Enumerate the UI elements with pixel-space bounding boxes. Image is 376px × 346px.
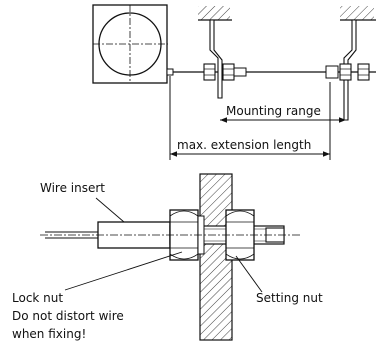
warning-text-line1: Do not distort wire — [12, 309, 124, 323]
top-view: Mounting range max. extension length — [92, 4, 376, 160]
right-mounting-bracket — [325, 6, 376, 121]
lock-nut-label: Lock nut — [12, 291, 63, 305]
max-extension-dimension: max. extension length — [169, 76, 331, 160]
sensor-housing — [92, 4, 168, 84]
wire-insert-label: Wire insert — [40, 181, 105, 195]
mounting-range-dimension: Mounting range — [220, 104, 346, 123]
warning-text-line2: when fixing! — [12, 327, 86, 341]
mounting-range-label: Mounting range — [226, 104, 321, 118]
max-extension-length-label: max. extension length — [177, 138, 311, 152]
left-mounting-bracket — [198, 6, 247, 99]
setting-nut-label: Setting nut — [256, 291, 323, 305]
detail-view: Wire insert Lock nut Do not distort wire… — [12, 173, 323, 341]
